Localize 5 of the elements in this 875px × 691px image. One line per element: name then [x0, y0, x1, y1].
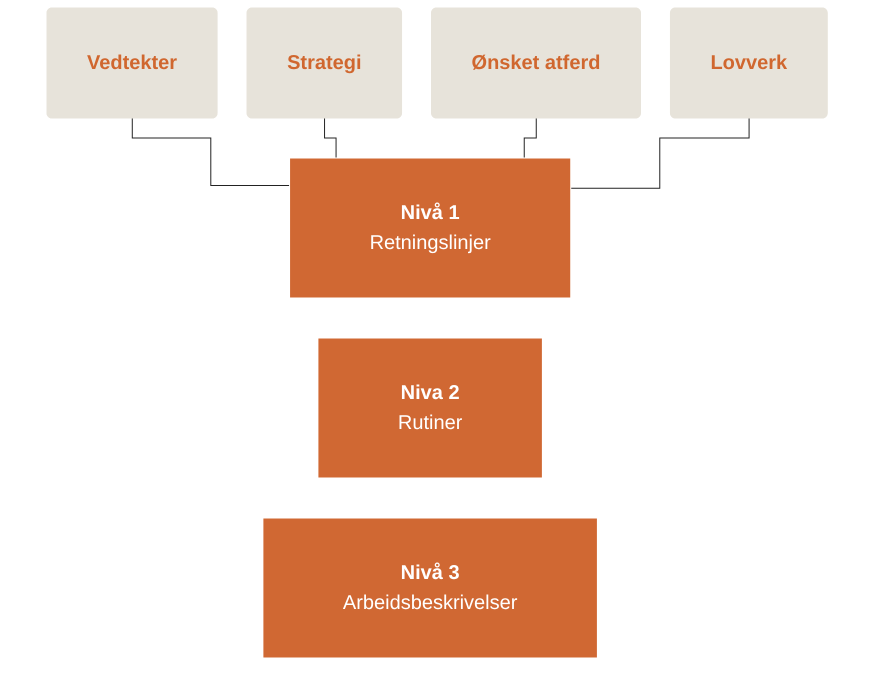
node-box: Nivå 3 Arbeidsbeskrivelser [262, 518, 598, 658]
connector [132, 118, 290, 186]
node-box: Niva 2 Rutiner [318, 338, 544, 478]
connector [570, 118, 750, 189]
node-box: Nivå 1 Retningslinjer [289, 158, 572, 298]
